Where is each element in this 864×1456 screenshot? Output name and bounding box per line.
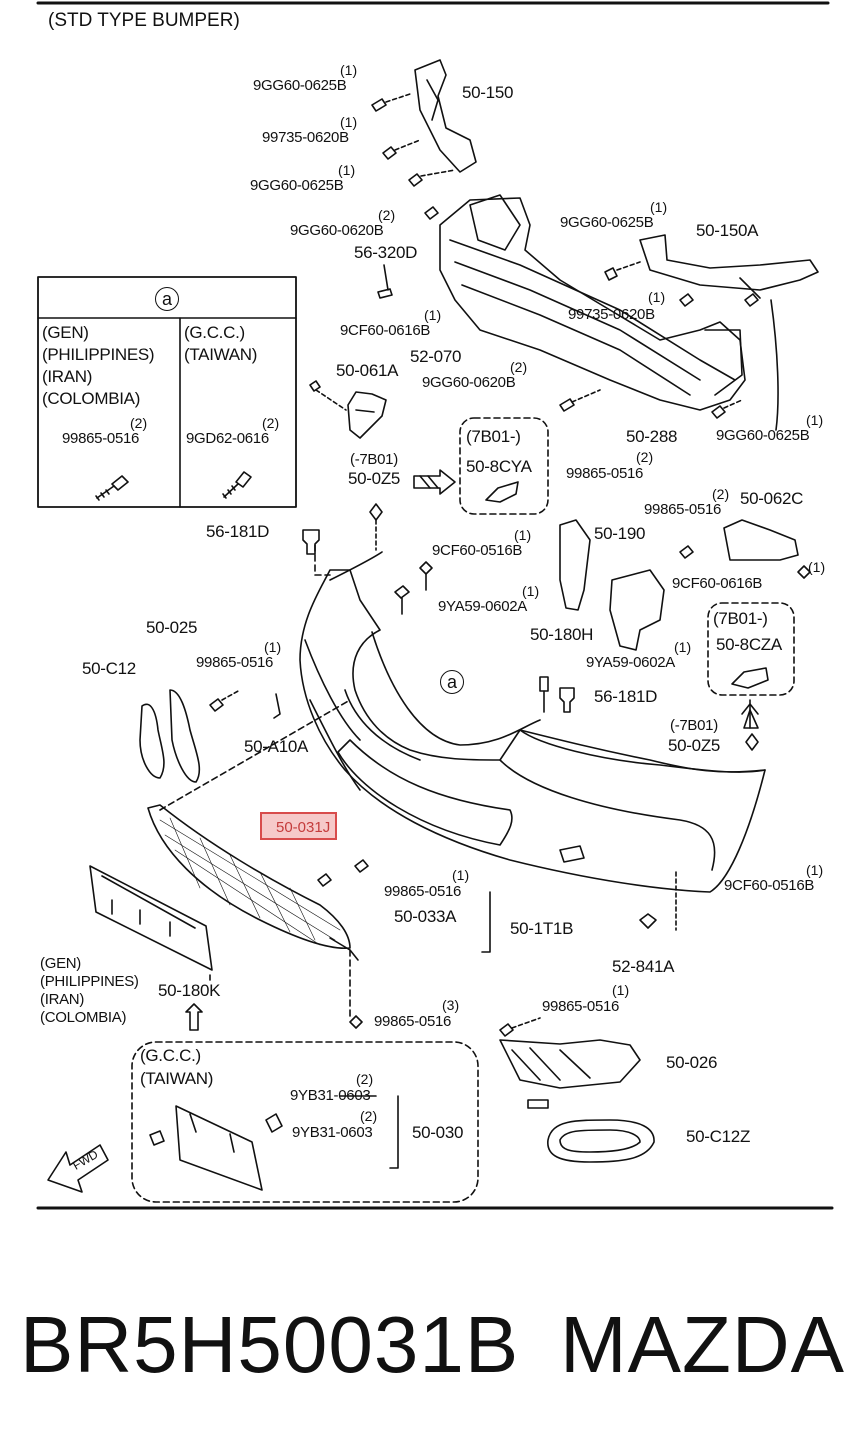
inset-region-6: (TAIWAN) <box>184 345 258 364</box>
part-qty: (2) <box>378 207 396 223</box>
part-qty: (1) <box>806 412 824 428</box>
part-qty: (1) <box>340 114 358 130</box>
part-label: 50-150 <box>462 83 514 102</box>
box-7b01-top-part: 50-8CYA <box>466 457 532 476</box>
inset-screw-1 <box>95 475 129 501</box>
part-label: 99865-0516 <box>566 465 644 482</box>
gen-region-4: (COLOMBIA) <box>40 1009 127 1026</box>
part-label: 50-150A <box>696 221 759 240</box>
part-qty: (2) <box>510 359 528 375</box>
highlighted-part[interactable]: 50-031J <box>260 812 337 840</box>
part-label: 99735-0620B <box>262 129 349 146</box>
part-label: 9YA59-0602A <box>438 598 527 615</box>
callout-a-symbol: a <box>155 287 179 311</box>
part-label: 99865-0516 <box>196 654 274 671</box>
gcc-region-1: (G.C.C.) <box>140 1046 201 1065</box>
part-label: 9GG60-0625B <box>716 427 810 444</box>
part-label: 9GG60-0625B <box>560 214 654 231</box>
part-label: 9GG60-0625B <box>253 77 347 94</box>
part-qty: (1) <box>340 62 358 78</box>
part-label: 56-181D <box>206 522 270 541</box>
part-label: 9YB31-0603 <box>292 1124 373 1141</box>
part-label: 9GG60-0620B <box>290 222 384 239</box>
part-qty: (1) <box>612 982 630 998</box>
part-label: 99865-0516 <box>644 501 722 518</box>
part-label: 50-180K <box>158 981 221 1000</box>
part-qty: (1) <box>452 867 470 883</box>
part-label: 9CF60-0616B <box>672 575 763 592</box>
inset-region-3: (IRAN) <box>42 367 93 386</box>
part-label: 50-C12Z <box>686 1127 751 1146</box>
part-qty: (2) <box>356 1071 374 1087</box>
part-label: 9CF60-0516B <box>724 877 815 894</box>
part-label: 50-030 <box>412 1123 464 1142</box>
part-label: 52-070 <box>410 347 462 366</box>
part-label: 99865-0516 <box>542 998 620 1015</box>
box-7b01-right-part: 50-8CZA <box>716 635 782 654</box>
highlighted-part-label: 50-031J <box>276 819 331 836</box>
box-7b01-right-title: (7B01-) <box>713 609 768 628</box>
gcc-region-2: (TAIWAN) <box>140 1069 214 1088</box>
part-label: 9CF60-0516B <box>432 542 523 559</box>
part-label: 56-181D <box>594 687 658 706</box>
diagram-title: (STD TYPE BUMPER) <box>48 10 240 31</box>
inset-region-2: (PHILIPPINES) <box>42 345 155 364</box>
inset-qty-2: (2) <box>262 415 280 431</box>
part-qty: (2) <box>636 449 654 465</box>
part-label: 9CF60-0616B <box>340 322 431 339</box>
part-label: 52-841A <box>612 957 675 976</box>
part-label: 50-288 <box>626 427 678 446</box>
callout-a-bumper: a <box>440 670 464 694</box>
part-label: 50-0Z5 <box>668 736 721 755</box>
part-qty: (1) <box>424 307 442 323</box>
part-label: 99865-0516 <box>374 1013 452 1030</box>
part-qty: (1) <box>650 199 668 215</box>
part-label: (-7B01) <box>350 451 398 468</box>
inset-part-1: 99865-0516 <box>62 430 140 447</box>
part-label: 50-C12 <box>82 659 136 678</box>
gen-region-2: (PHILIPPINES) <box>40 973 139 990</box>
box-7b01-top-title: (7B01-) <box>466 427 521 446</box>
part-qty: (1) <box>514 527 532 543</box>
inset-qty-1: (2) <box>130 415 148 431</box>
inset-region-1: (GEN) <box>42 323 89 342</box>
part-qty: (1) <box>648 289 666 305</box>
part-label: 50-062C <box>740 489 804 508</box>
part-qty: (2) <box>360 1108 378 1124</box>
gen-region-1: (GEN) <box>40 955 81 972</box>
part-label: 50-061A <box>336 361 399 380</box>
part-qty: (1) <box>264 639 282 655</box>
part-label: 50-A10A <box>244 737 309 756</box>
part-label: 9GG60-0620B <box>422 374 516 391</box>
part-label: 50-026 <box>666 1053 718 1072</box>
inset-screw-2 <box>222 471 252 499</box>
footer-part-number: BR5H50031B <box>20 1300 520 1389</box>
part-label: 50-180H <box>530 625 594 644</box>
part-qty: (3) <box>442 997 460 1013</box>
part-label: 50-0Z5 <box>348 469 401 488</box>
inset-region-4: (COLOMBIA) <box>42 389 141 408</box>
part-label: 9YB31-0603 <box>290 1087 371 1104</box>
part-label: 50-025 <box>146 618 198 637</box>
part-qty: (2) <box>712 486 730 502</box>
footer-brand: MAZDA <box>560 1300 845 1389</box>
part-label: 50-190 <box>594 524 646 543</box>
part-label: 99865-0516 <box>384 883 462 900</box>
part-qty: (1) <box>522 583 540 599</box>
part-label: (-7B01) <box>670 717 718 734</box>
part-label: 50-1T1B <box>510 919 574 938</box>
inset-region-5: (G.C.C.) <box>184 323 245 342</box>
part-label: 56-320D <box>354 243 418 262</box>
part-label: 9GG60-0625B <box>250 177 344 194</box>
part-label: 50-033A <box>394 907 457 926</box>
part-qty: (1) <box>808 559 826 575</box>
inset-part-2: 9GD62-0616 <box>186 430 269 447</box>
part-label: 99735-0620B <box>568 306 655 323</box>
part-label: 9YA59-0602A <box>586 654 675 671</box>
part-qty: (1) <box>806 862 824 878</box>
part-qty: (1) <box>338 162 356 178</box>
part-qty: (1) <box>674 639 692 655</box>
gen-region-3: (IRAN) <box>40 991 85 1008</box>
